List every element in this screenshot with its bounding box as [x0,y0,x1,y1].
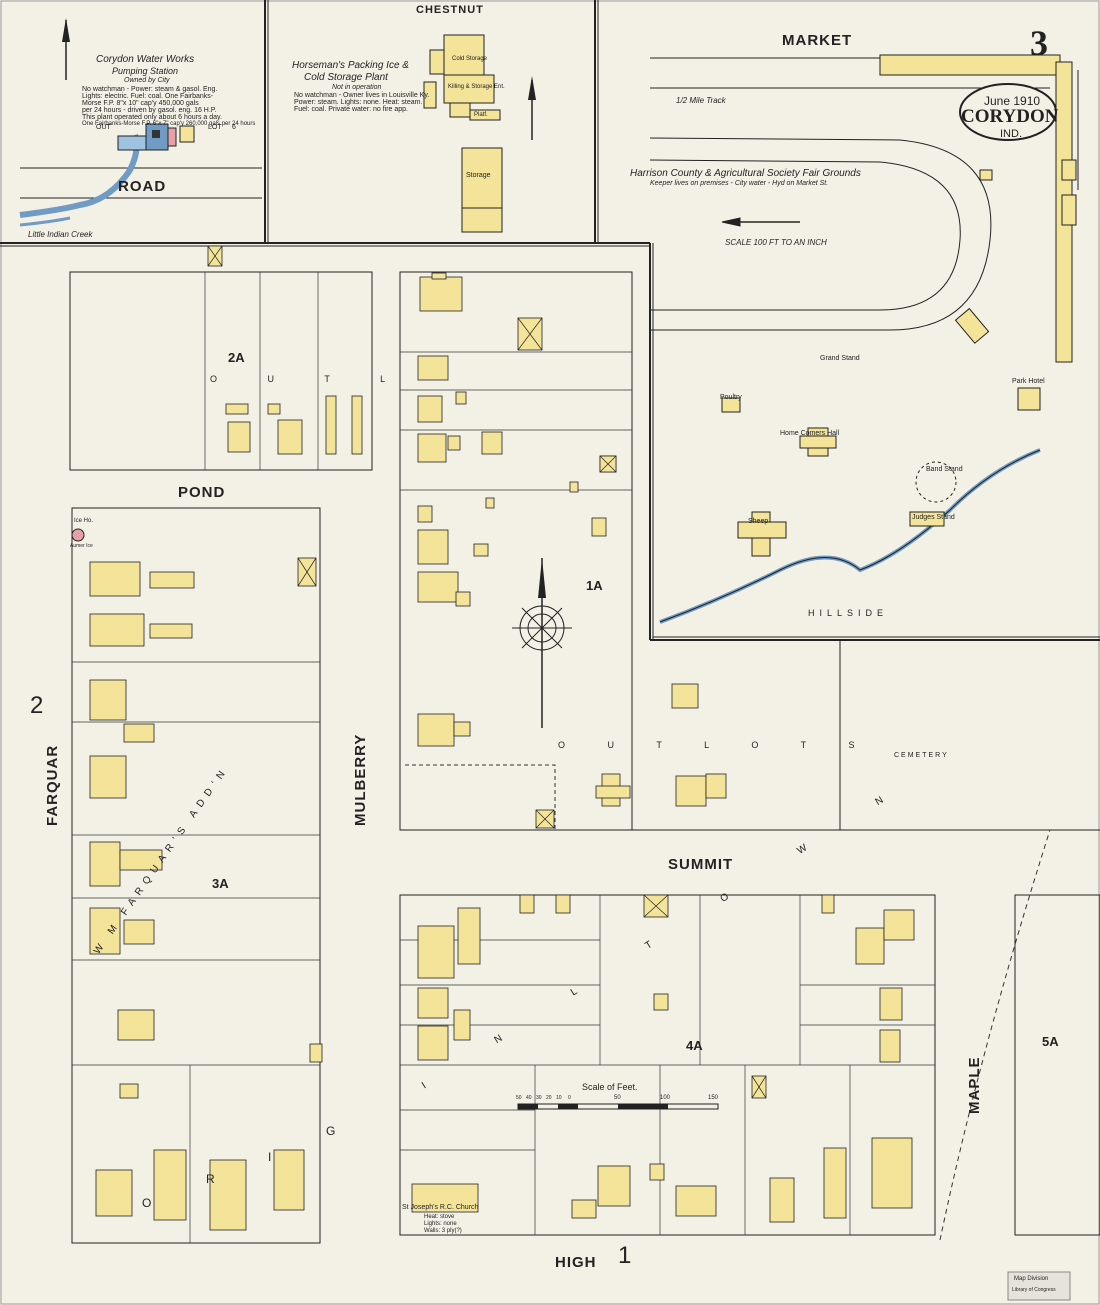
sheet-number: 3 [1030,23,1049,63]
block-4a: 4A [686,1038,703,1053]
track-label: 1/2 Mile Track [676,96,726,105]
cemetery-label: CEMETERY [894,752,949,759]
band-stand-label: Band Stand [926,466,963,473]
street-chestnut: CHESTNUT [416,4,484,16]
street-pond: POND [178,484,226,501]
scale-note: SCALE 100 FT TO AN INCH [725,238,827,247]
church-lights: Lights: none [424,1221,457,1227]
water-works-note-1: No watchman - Power: steam & gasol. Eng. [82,86,218,93]
block-1a-letters: O U T L O T S [558,740,875,750]
street-farquar: FARQUAR [44,744,61,826]
cold-storage-title-1: Horseman's Packing Ice & [292,60,409,71]
stamp-line-1: Map Division [1014,1276,1049,1282]
out-label: OUT [96,124,111,131]
cold-storage-subtitle: Not in operation [332,84,382,91]
church-heat: Heat: stove [424,1214,455,1220]
judges-stand-label: Judges Stand [912,514,955,521]
adjoining-sheet-left: 2 [30,692,44,719]
town-name: CORYDON [961,106,1059,127]
hillside-label: HILLSIDE [808,608,889,618]
street-summit: SUMMIT [668,856,734,873]
creek-label: Little Indian Creek [28,230,93,239]
dwellings [89,272,915,1231]
date-cartouche [959,83,1057,141]
scale-tick-100: 100 [660,1095,671,1101]
grand-stand-label: Grand Stand [820,355,860,362]
scale-tick-50l: 50 [516,1095,522,1101]
scale-tick-40: 40 [526,1095,532,1101]
street-high: HIGH [555,1254,597,1271]
adjoining-sheet-bottom: 1 [618,1242,632,1269]
scale-tick-50r: 50 [614,1095,621,1101]
cold-storage-label-2: Killing & Storage Ent. [448,84,505,90]
inset-frames [0,0,1100,641]
scale-bar-title: Scale of Feet. [582,1082,638,1092]
scale-tick-150: 150 [708,1095,719,1101]
sheet-date: June 1910 [984,94,1041,108]
scale-tick-20: 20 [546,1095,552,1101]
cold-storage-note-2: Power: steam. Lights: none. Heat: steam. [294,99,423,106]
water-works-note-2: Lights: electric. Fuel: coal. One Fairba… [82,93,214,100]
scale-tick-30: 30 [536,1095,542,1101]
fairgrounds-note: Keeper lives on premises - City water - … [650,180,829,187]
block-1a: 1A [586,578,603,593]
cold-storage-note-3: Fuel: coal. Private water: no fire app. [294,106,408,113]
water-works-note-5: This plant operated only about 6 hours a… [82,114,222,121]
block-2a: 2A [228,350,245,365]
orig-letter-r: R [206,1172,216,1186]
ice-house-label: Ice Ho. [74,518,94,524]
scale-tick-0: 0 [568,1095,571,1101]
compass-rose [512,558,572,728]
state-name: IND. [1000,128,1022,140]
street-market: MARKET [782,32,853,49]
scale-bar [517,1103,719,1110]
dashed-lot [405,764,556,830]
lot-lines [72,272,935,1243]
poultry-label: Poultry [720,394,742,401]
stamp-line-2: Library of Congress [1012,1287,1056,1293]
orig-letter-o: O [142,1196,153,1210]
block-2a-letters: O U T L [210,374,410,384]
church-walls: Walls: 3 ply(?) [424,1228,462,1234]
water-works-note-4: per 24 hours - driven by gasol. eng. 16 … [82,107,217,114]
sheep-label: Sheep [748,518,769,525]
fair-buildings [721,54,1077,557]
ice-house-owner: Aumer Ice [70,543,93,549]
street-road: ROAD [118,178,167,195]
cold-storage-inset [423,34,536,233]
water-pipe [939,829,1051,1241]
ice-house-marker [71,528,85,542]
water-works-title-1: Corydon Water Works [96,54,195,65]
church-name: St Joseph's R.C. Church [402,1204,479,1211]
orig-letter-i: I [268,1150,273,1164]
cold-storage-label-4: Platf. [474,112,488,118]
loc-stamp [1007,1271,1071,1301]
lot-label: LOT [208,124,222,131]
block-5a: 5A [1042,1034,1059,1049]
shed-crosses [207,245,767,1099]
home-comers-hall-label: Home Comers Hall [780,430,840,437]
water-works-note-6: One Fairbanks-Morse F.P. 6"x 7" cap'y 26… [82,121,256,127]
orig-letter-g: G [326,1124,337,1138]
cold-storage-title-2: Cold Storage Plant [304,72,388,83]
park-hotel-label: Park Hotel [1012,378,1045,385]
cold-storage-label-3: Storage [466,172,491,179]
water-works-title-3: Owned by City [124,77,170,84]
water-works-inset [19,123,262,227]
street-mulberry: MULBERRY [352,733,369,826]
block-3a: 3A [212,876,229,891]
lot-number: 6 [232,124,236,131]
cold-storage-label-1: Cold Storage [452,56,488,62]
cold-storage-note-1: No watchman - Owner lives in Louisville … [294,92,430,99]
scale-tick-10: 10 [556,1095,562,1101]
street-maple: MAPLE [966,1056,983,1115]
water-works-title-2: Pumping Station [112,66,179,76]
fairgrounds [649,57,1079,624]
fairgrounds-title: Harrison County & Agricultural Society F… [630,168,861,179]
water-works-note-3: Morse F.P. 8"x 10" cap'y 450,000 gals [82,100,199,107]
